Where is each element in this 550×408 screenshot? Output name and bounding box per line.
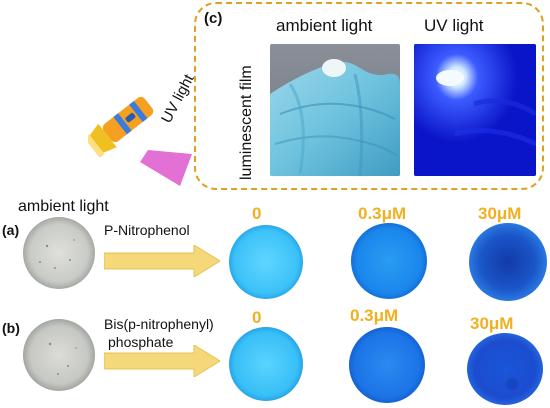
flashlight-icon [88,96,192,186]
row-a-uv-disc-0 [229,225,303,299]
row-a-uv-disc-1 [351,223,427,299]
panel-c-frame [194,2,544,190]
row-a-reagent: P-Nitrophenol [104,222,190,238]
panel-c-uv-caption: UV light [424,16,484,35]
ambient-light-header: ambient light [18,198,109,215]
panel-c-ambient-caption: ambient light [276,16,373,35]
row-b-arrow [104,345,220,377]
glove-uv-photo [414,44,536,176]
row-a-label: (a) [2,222,20,238]
row-b-conc-2: 30μM [470,314,514,333]
row-a-arrow [104,245,220,277]
row-b-reagent-line1: Bis(p-nitrophenyl) [104,316,214,332]
uv-beam [140,150,192,186]
row-a-conc-1: 0.3μM [358,204,407,223]
row-b-uv-disc-1 [349,327,425,403]
row-b-conc-0: 0 [252,308,262,327]
row-b-uv-disc-0 [229,327,303,401]
row-b-uv-disc-2 [467,333,543,405]
row-b-reagent-line2: phosphate [108,334,174,350]
row-a-conc-2: 30μM [478,204,522,223]
row-b-label: (b) [2,320,20,336]
row-a-conc-0: 0 [252,204,262,223]
panel-c-vertical-label: luminescent film [238,65,255,180]
row-a-ambient-disc [23,217,95,289]
row-b-conc-1: 0.3μM [350,306,399,325]
row-b-ambient-disc [23,319,95,391]
row-a-uv-disc-2 [469,223,547,301]
glove-ambient-photo [270,44,400,176]
panel-c-label: (c) [204,10,223,27]
